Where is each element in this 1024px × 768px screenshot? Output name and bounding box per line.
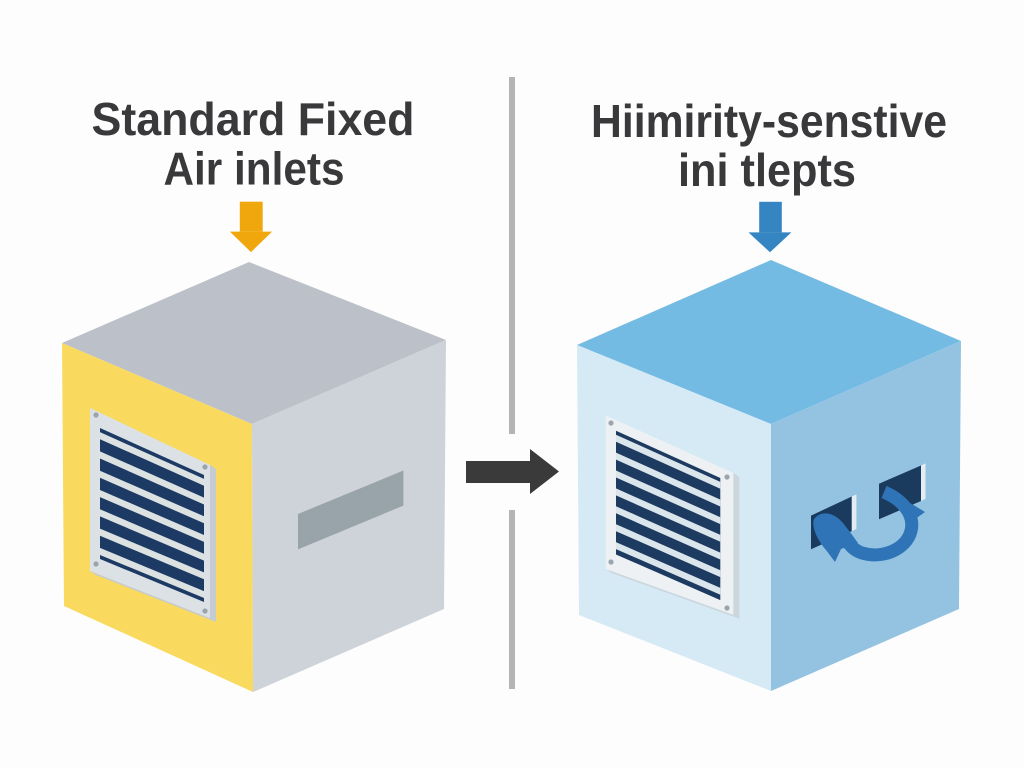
svg-text:Hiimirity-senstive: Hiimirity-senstive — [591, 95, 947, 147]
svg-text:Air inlets: Air inlets — [164, 143, 345, 195]
svg-text:ini tlepts: ini tlepts — [678, 144, 856, 196]
svg-text:Standard Fixed: Standard Fixed — [92, 93, 415, 145]
